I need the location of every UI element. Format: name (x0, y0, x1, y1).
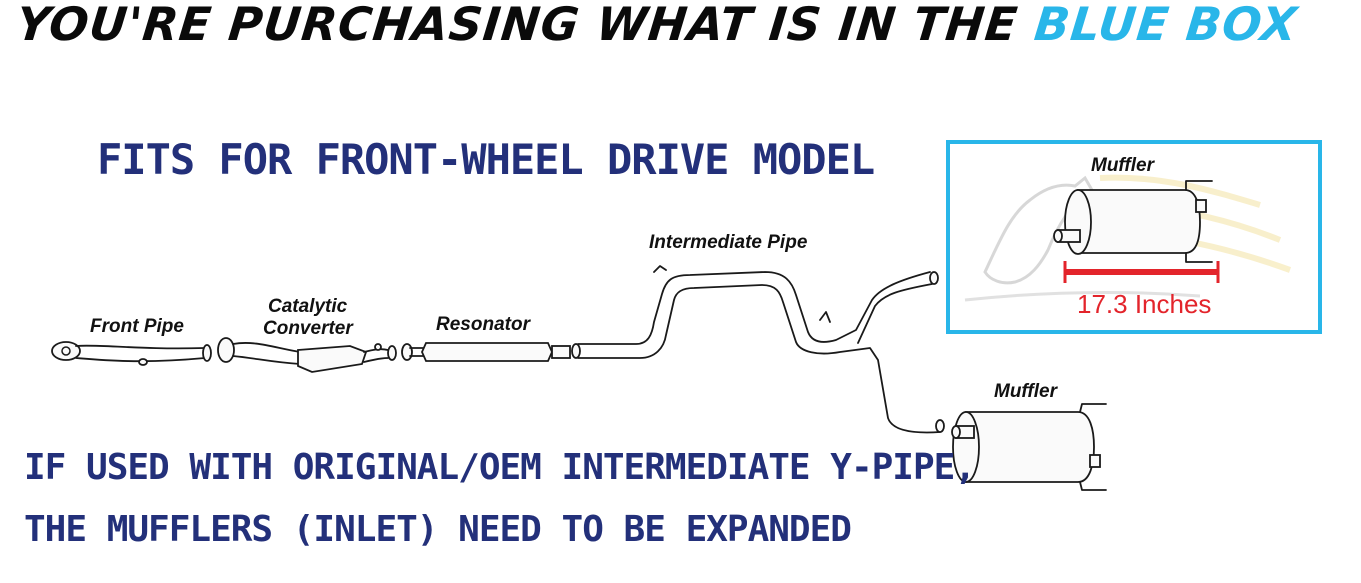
front-pipe (51, 341, 212, 366)
measurement-bar (1063, 261, 1220, 283)
blue-box-title: Muffler (1091, 155, 1156, 176)
label-catalytic-line2: Converter (263, 318, 354, 339)
fitment-heading: FITS FOR FRONT-WHEEL DRIVE MODEL (97, 135, 875, 184)
blue-box: Muffler 17.3 Inches (946, 140, 1322, 334)
intermediate-pipe (571, 265, 945, 434)
label-muffler: Muffler (994, 381, 1059, 402)
notice-line-1: IF USED WITH ORIGINAL/OEM INTERMEDIATE Y… (24, 447, 976, 488)
label-intermediate-pipe: Intermediate Pipe (649, 232, 808, 253)
measurement-label: 17.3 Inches (1077, 289, 1211, 319)
label-catalytic-line1: Catalytic (268, 296, 348, 317)
catalytic-converter (217, 337, 397, 373)
rear-muffler (951, 403, 1107, 491)
label-front-pipe: Front Pipe (90, 316, 184, 337)
notice-line-2: THE MUFFLERS (INLET) NEED TO BE EXPANDED (24, 509, 852, 550)
label-resonator: Resonator (436, 314, 532, 335)
blue-box-muffler (1053, 180, 1213, 263)
resonator (401, 342, 571, 362)
